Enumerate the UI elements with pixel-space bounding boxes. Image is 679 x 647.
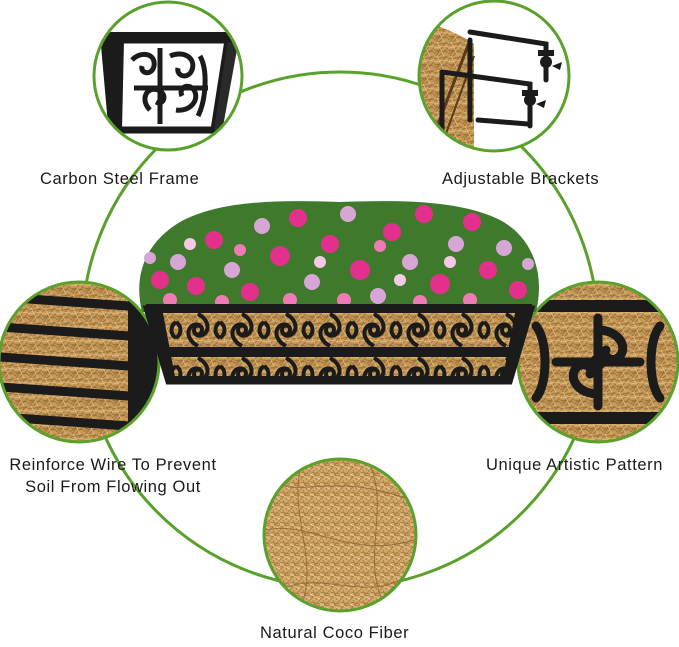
wire-detail-image bbox=[0, 280, 161, 444]
brackets-detail-image bbox=[417, 0, 571, 153]
pattern-detail-image bbox=[516, 280, 679, 444]
pattern-label: Unique Artistic Pattern bbox=[486, 456, 664, 474]
brackets-label: Adjustable Brackets bbox=[442, 170, 600, 188]
wire-label-line1: Reinforce Wire To Prevent bbox=[9, 456, 217, 474]
coco-detail-image bbox=[262, 457, 418, 613]
wire-label: Reinforce Wire To Prevent Soil From Flow… bbox=[0, 454, 226, 498]
frame-label: Carbon Steel Frame bbox=[40, 170, 200, 188]
flower-mass bbox=[139, 201, 539, 312]
planter-product-image bbox=[139, 201, 539, 385]
frame-detail-image bbox=[92, 0, 244, 152]
coco-label: Natural Coco Fiber bbox=[260, 624, 410, 642]
wire-label-line2: Soil From Flowing Out bbox=[25, 478, 201, 496]
